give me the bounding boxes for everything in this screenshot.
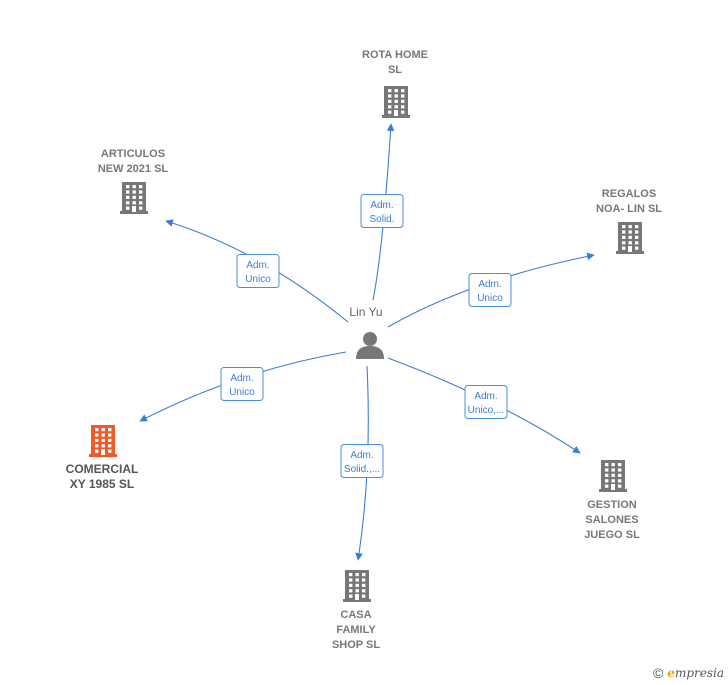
company-name-line: REGALOS: [602, 188, 656, 200]
brand-name: mpresia: [674, 666, 724, 680]
brand-initial: e: [667, 666, 675, 680]
company-name-line: SHOP SL: [332, 639, 380, 651]
company-name-line: SALONES: [585, 514, 638, 526]
building-icon: [343, 570, 371, 602]
company-name-line: CASA: [340, 609, 371, 621]
role-text: Unico: [229, 387, 255, 398]
role-text: Adm.: [246, 260, 269, 271]
company-name-line: JUEGO SL: [584, 529, 640, 541]
watermark: © empresia: [653, 665, 724, 681]
role-box: [468, 273, 512, 307]
company-node-casa[interactable]: CASA FAMILY SHOP SL: [332, 570, 380, 651]
building-icon: [120, 182, 148, 214]
company-name-line: ARTICULOS: [101, 148, 165, 160]
role-label-rota: Adm. Solid.: [360, 194, 404, 228]
role-label-regalos: Adm. Unico: [468, 273, 512, 307]
role-label-gestion: Adm. Unico,...: [464, 385, 508, 419]
company-name-line: SL: [388, 64, 402, 76]
role-label-articulos: Adm. Unico: [236, 254, 280, 288]
role-text: Solid.: [369, 214, 394, 225]
company-name-line: XY 1985 SL: [70, 477, 135, 491]
role-label-casa: Adm. Solid.,...: [340, 444, 384, 478]
edge-rota: [372, 123, 395, 301]
role-text: Adm.: [474, 391, 497, 402]
role-text: Adm.: [370, 200, 393, 211]
person-icon: [356, 332, 384, 359]
building-icon: [382, 86, 410, 118]
company-node-articulos[interactable]: ARTICULOS NEW 2021 SL: [98, 148, 169, 214]
company-name-line: FAMILY: [336, 624, 376, 636]
company-name-line: ROTA HOME: [362, 49, 428, 61]
center-node[interactable]: Lin Yu: [349, 305, 384, 359]
role-text: Solid.,...: [344, 464, 380, 475]
role-text: Unico: [477, 293, 503, 304]
role-box: [236, 254, 280, 288]
role-text: Adm.: [350, 450, 373, 461]
person-name: Lin Yu: [349, 305, 382, 319]
company-node-rota[interactable]: ROTA HOME SL: [362, 49, 428, 118]
role-label-comercial: Adm. Unico: [220, 367, 264, 401]
role-box: [340, 444, 384, 478]
nodes-layer: ROTA HOME SL ARTICULOS NEW 2021 SL REGALOS NO…: [66, 49, 663, 651]
brand-logo: empresia: [667, 666, 724, 680]
role-text: Adm.: [478, 279, 501, 290]
copyright-symbol: ©: [652, 665, 664, 681]
role-box: [220, 367, 264, 401]
role-box: [464, 385, 508, 419]
company-name-line: COMERCIAL: [66, 462, 139, 476]
building-icon: [599, 460, 627, 492]
building-icon: [616, 222, 644, 254]
company-name-line: NEW 2021 SL: [98, 163, 169, 175]
company-name-line: GESTION: [587, 499, 637, 511]
role-text: Unico,...: [468, 405, 505, 416]
role-text: Unico: [245, 274, 271, 285]
role-text: Adm.: [230, 373, 253, 384]
building-icon: [89, 425, 117, 457]
company-node-gestion[interactable]: GESTION SALONES JUEGO SL: [584, 460, 640, 541]
company-node-regalos[interactable]: REGALOS NOA- LIN SL: [596, 188, 662, 254]
company-name-line: NOA- LIN SL: [596, 203, 662, 215]
role-box: [360, 194, 404, 228]
